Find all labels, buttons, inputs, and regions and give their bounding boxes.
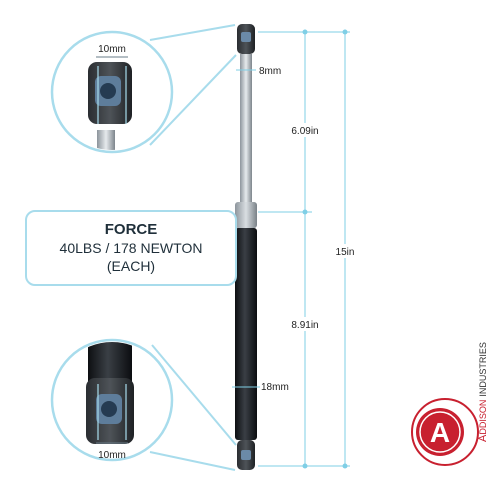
bottom-callout-lines xyxy=(149,344,237,471)
upper-length-label-group: 6.09in xyxy=(287,123,323,137)
rod-diameter-label: 8mm xyxy=(259,66,281,77)
force-title: FORCE xyxy=(104,221,158,238)
brand-logo: A ADDISONINDUSTRIES xyxy=(411,342,489,466)
gas-strut xyxy=(235,24,257,470)
total-length-label: 15in xyxy=(336,247,355,258)
brand-logo-letter: A xyxy=(430,417,450,448)
dimension-endpoints xyxy=(302,29,348,469)
force-value: 40LBS / 178 NEWTON xyxy=(59,240,203,256)
lower-length-label: 8.91in xyxy=(291,320,318,331)
force-rating-box: FORCE 40LBS / 178 NEWTON (EACH) xyxy=(25,210,237,286)
total-length-label-group: 15in xyxy=(333,244,357,258)
lower-length-label-group: 8.91in xyxy=(287,317,323,331)
brand-name: ADDISONINDUSTRIES xyxy=(477,342,489,442)
body-diameter-label: 18mm xyxy=(261,382,289,393)
top-eye-callout xyxy=(50,30,174,154)
bottom-eye-width-label: 10mm xyxy=(98,450,126,461)
top-eye-width-label: 10mm xyxy=(98,44,126,55)
upper-length-label: 6.09in xyxy=(291,126,318,137)
force-note: (EACH) xyxy=(106,258,156,274)
top-callout-lines xyxy=(149,24,237,146)
bottom-eye-callout xyxy=(50,338,174,462)
